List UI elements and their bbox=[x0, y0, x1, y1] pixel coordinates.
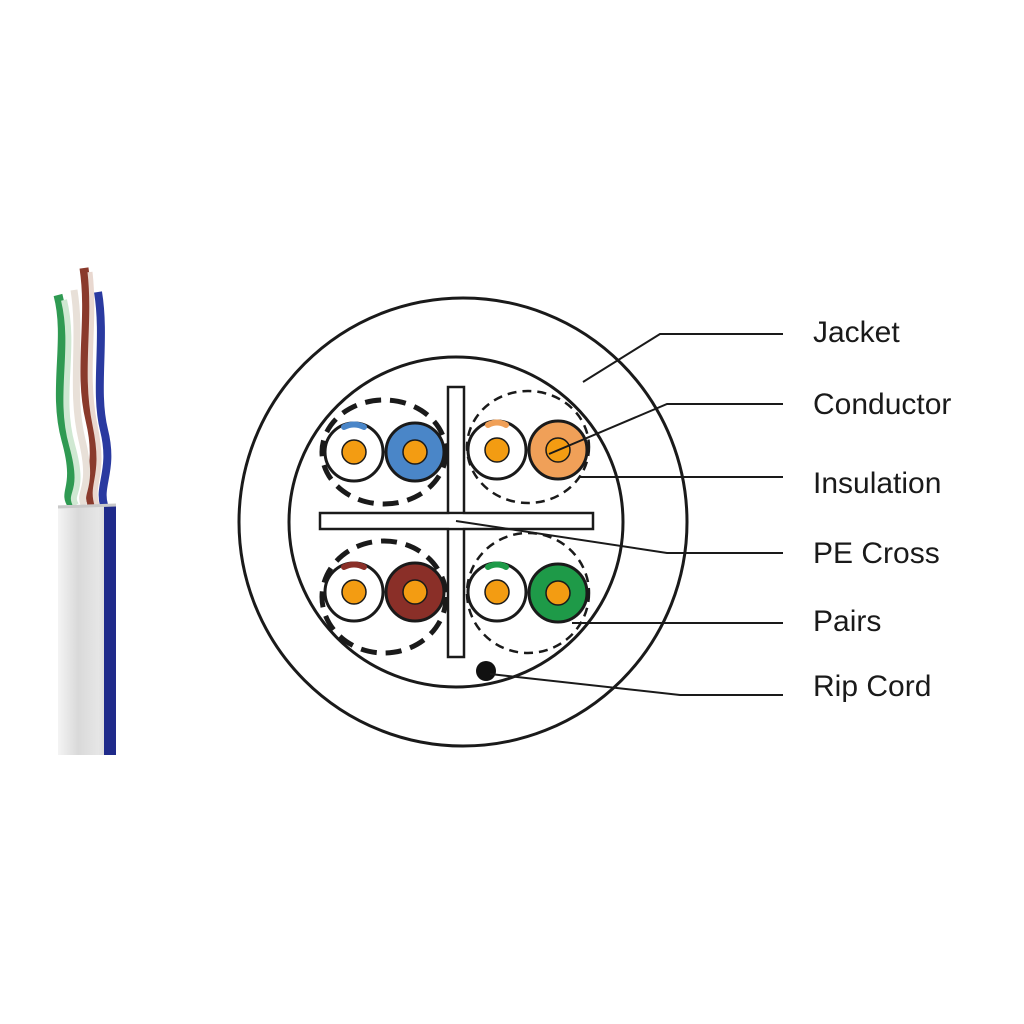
pairs-label: Pairs bbox=[813, 605, 882, 638]
cable-jacket-top-edge bbox=[57, 503, 117, 509]
pe-cross-label: PE Cross bbox=[813, 537, 940, 570]
conductor bbox=[545, 580, 571, 606]
blue-wire bbox=[94, 291, 112, 507]
rip-cord-label: Rip Cord bbox=[813, 670, 932, 703]
green-white-wire bbox=[61, 299, 81, 507]
brown-stripe-mark bbox=[341, 561, 367, 570]
brown-white-wire bbox=[87, 271, 102, 506]
brown-wire bbox=[79, 267, 99, 507]
pair-outline-brown bbox=[319, 538, 449, 656]
cable-blue-stripe bbox=[104, 505, 116, 755]
green-stripe-mark bbox=[485, 561, 509, 570]
rip-cord bbox=[476, 661, 496, 681]
orange-stripe-mark bbox=[485, 419, 509, 428]
green-wire bbox=[53, 293, 77, 508]
pair-brown bbox=[323, 561, 446, 623]
pair-outline-green bbox=[465, 531, 591, 655]
pe-cross-leader-line bbox=[455, 520, 783, 554]
cable-photo bbox=[53, 267, 117, 755]
pair-green bbox=[466, 561, 589, 624]
leader-lines bbox=[455, 333, 783, 696]
conductor-label: Conductor bbox=[813, 388, 952, 421]
conductor-leader-line bbox=[548, 403, 783, 455]
orange-white-wire bbox=[70, 289, 91, 507]
jacket-label: Jacket bbox=[813, 316, 900, 349]
rip-cord-leader-line bbox=[489, 673, 783, 696]
blue-stripe-mark bbox=[341, 421, 367, 430]
pair-outline-blue bbox=[319, 397, 449, 507]
conductor bbox=[484, 437, 510, 463]
conductor bbox=[341, 579, 367, 605]
insulation-label: Insulation bbox=[813, 467, 942, 500]
conductor bbox=[402, 439, 428, 465]
pair-blue bbox=[323, 421, 446, 483]
conductor bbox=[484, 579, 510, 605]
jacket-leader-line bbox=[582, 333, 783, 383]
conductor bbox=[341, 439, 367, 465]
conductor bbox=[402, 579, 428, 605]
